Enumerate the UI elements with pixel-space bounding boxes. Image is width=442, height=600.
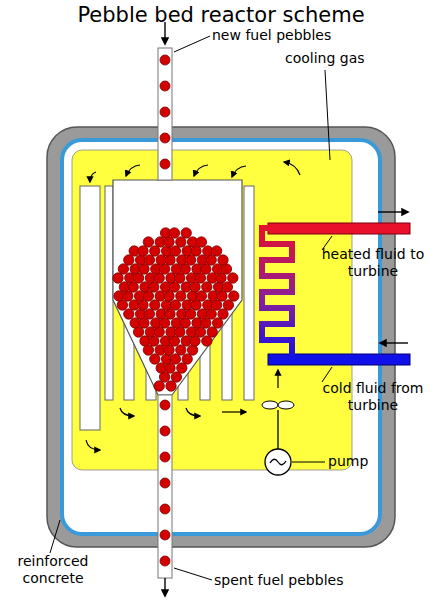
fuel-pebble <box>229 291 239 301</box>
flow-arrow <box>126 165 140 176</box>
fuel-tube <box>158 48 172 180</box>
fuel-pebble <box>160 400 170 410</box>
flow-arrow <box>90 172 96 182</box>
flow-arrow <box>277 370 278 388</box>
fuel-pebble <box>176 345 186 355</box>
fuel-pebble <box>218 255 228 265</box>
fuel-pebble <box>196 237 206 247</box>
fuel-pebble <box>150 246 160 256</box>
leader-line <box>322 367 332 382</box>
fuel-pebble <box>160 426 170 436</box>
fuel-pebble <box>160 81 170 91</box>
fuel-pebble <box>177 363 187 373</box>
fuel-pebble <box>144 309 154 319</box>
fuel-pebble <box>150 354 160 364</box>
pump-shaft <box>277 410 278 449</box>
cooling-gas-region <box>72 150 352 470</box>
diagram-title: Pebble bed reactor scheme <box>0 3 442 27</box>
flow-arrow <box>380 342 408 343</box>
pressure-vessel <box>62 140 380 534</box>
channel <box>80 186 100 430</box>
part-label: pump <box>328 453 408 470</box>
flow-arrow <box>222 411 246 412</box>
fuel-pebble <box>218 309 228 319</box>
fuel-pebble <box>160 159 170 169</box>
heat-exchanger <box>262 228 292 359</box>
motor-sign <box>270 459 286 465</box>
flow-arrow <box>378 211 408 212</box>
flow-arrow <box>194 165 208 176</box>
fuel-pebble <box>170 246 180 256</box>
part-label: heated fluid to turbine <box>316 246 430 280</box>
fuel-pebble <box>181 228 191 238</box>
fuel-pebble <box>176 237 186 247</box>
fuel-pebble <box>124 309 134 319</box>
fuel-pebble <box>138 246 148 256</box>
fuel-tube <box>158 395 172 578</box>
part-label: cooling gas <box>285 50 385 67</box>
fuel-pebble <box>182 354 192 364</box>
fuel-pebble <box>170 354 180 364</box>
pump-symbol <box>262 401 294 475</box>
fuel-pebble <box>202 336 212 346</box>
fuel-pebble <box>124 255 134 265</box>
leader-lines <box>50 36 332 580</box>
leader-line <box>292 462 325 463</box>
fan-blade <box>278 401 294 409</box>
fuel-pebble <box>170 300 180 310</box>
fuel-pebble <box>223 300 233 310</box>
fuel-pebble <box>160 55 170 65</box>
tube-pebbles <box>160 55 170 566</box>
fuel-pebble <box>196 291 206 301</box>
pebble-pile <box>113 228 239 391</box>
reactor-core <box>113 180 242 395</box>
part-label: cold fluid from turbine <box>316 380 430 414</box>
fuel-pebble <box>144 255 154 265</box>
fan-blade <box>262 401 278 409</box>
leader-line <box>174 36 210 52</box>
pump-motor <box>265 449 291 475</box>
fuel-pebble <box>154 381 164 391</box>
fuel-pebble <box>160 530 170 540</box>
flow-arrow <box>86 440 100 450</box>
fuel-pebble <box>160 452 170 462</box>
fuel-pebble <box>171 372 181 382</box>
fuel-pebble <box>176 291 186 301</box>
fuel-pebble <box>113 273 123 283</box>
fuel-pebble <box>166 381 176 391</box>
fuel-pebble <box>160 133 170 143</box>
leader-line <box>174 568 212 580</box>
flow-arrow <box>232 166 246 177</box>
fuel-pebble <box>150 300 160 310</box>
gas-flow-arrows <box>86 162 300 450</box>
discharge-arrow <box>164 578 165 596</box>
fuel-pebble <box>228 273 238 283</box>
fuel-pebble <box>222 282 232 292</box>
fuel-pebble <box>118 264 128 274</box>
fuel-pebble <box>212 318 222 328</box>
hot-pipe <box>268 223 410 234</box>
fuel-pebble <box>160 107 170 117</box>
concrete-shell <box>47 127 395 547</box>
fuel-pebble <box>143 237 153 247</box>
fuel-pebble <box>169 228 179 238</box>
leader-line <box>325 70 330 160</box>
channel <box>244 186 254 400</box>
part-label: reinforced concrete <box>4 553 102 587</box>
fuel-pebble <box>207 327 217 337</box>
flow-arrow <box>186 408 200 416</box>
part-label: new fuel pebbles <box>212 27 412 44</box>
flow-arrow <box>120 408 134 416</box>
fuel-pebble <box>202 282 212 292</box>
leader-line <box>50 520 60 553</box>
channel <box>105 186 113 400</box>
fuel-pebble <box>211 246 221 256</box>
part-label: spent fuel pebbles <box>214 572 414 589</box>
flow-arrow <box>284 162 300 175</box>
fuel-pebble <box>160 556 170 566</box>
fuel-pebble <box>160 478 170 488</box>
fuel-pebble <box>160 504 170 514</box>
